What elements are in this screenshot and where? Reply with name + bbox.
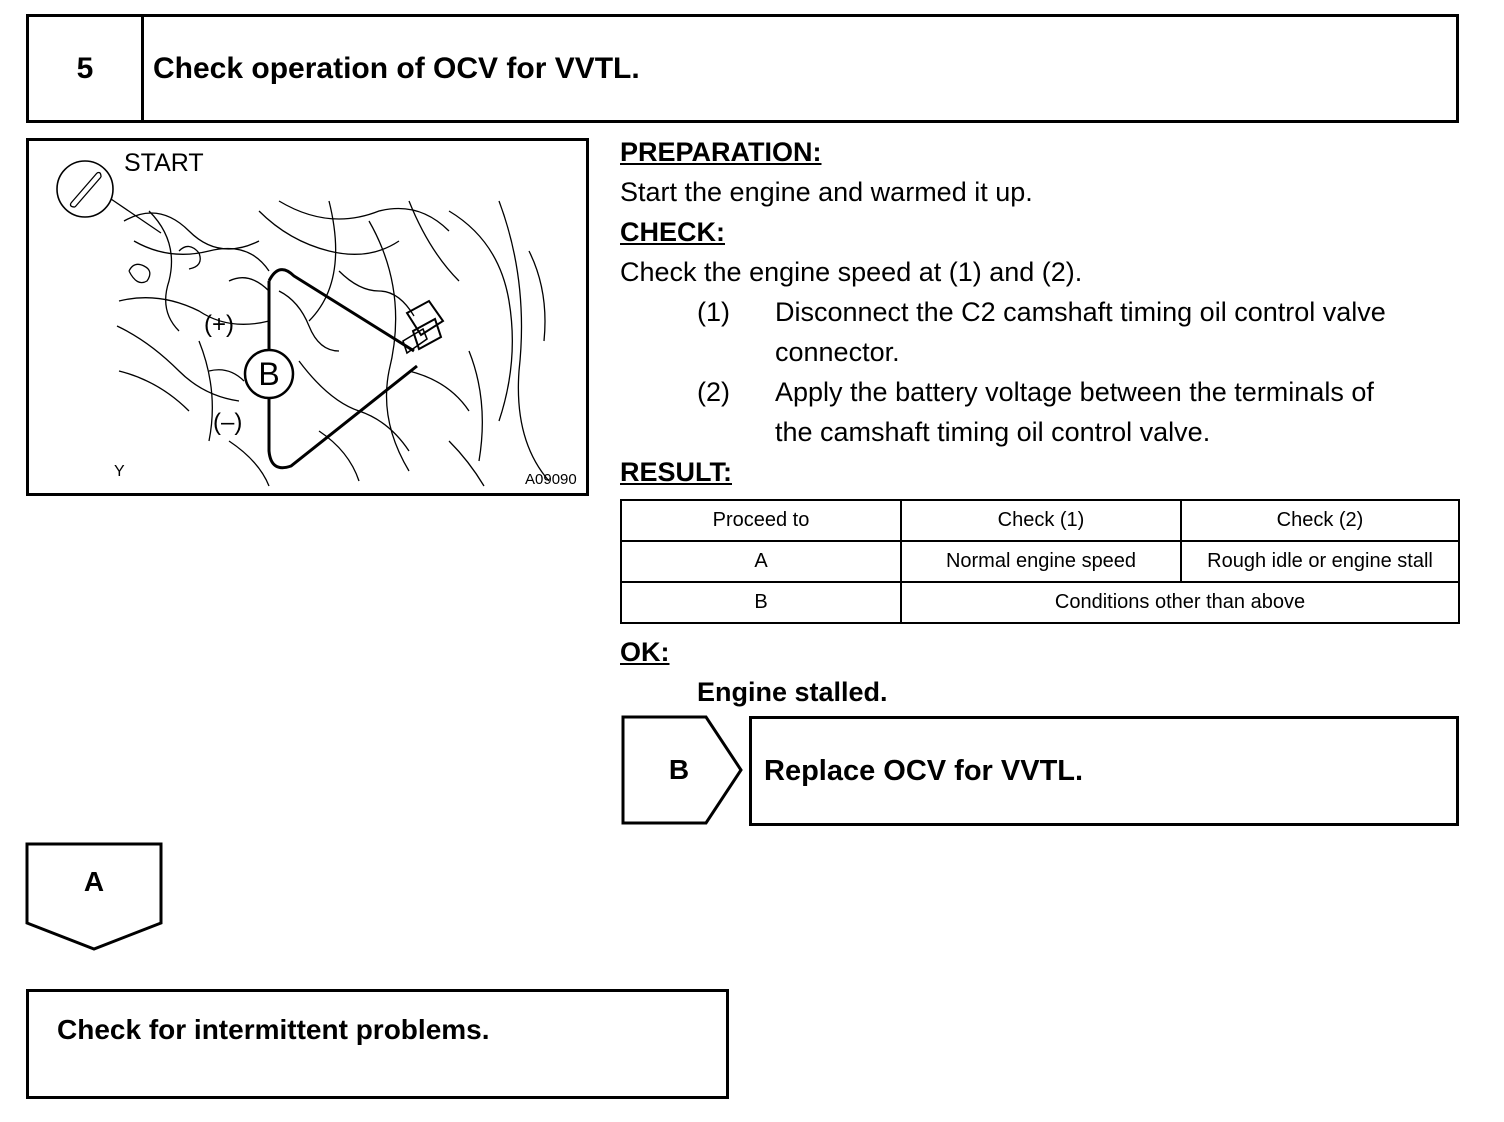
check-item-2-line1: Apply the battery voltage between the te… xyxy=(775,377,1374,407)
table-header-cell: Check (2) xyxy=(1180,499,1460,542)
check-item-1-line1: Disconnect the C2 camshaft timing oil co… xyxy=(775,297,1386,327)
table-cell: B xyxy=(620,581,902,624)
check-item-2-line2: the camshaft timing oil control valve. xyxy=(775,417,1211,447)
figure-panel: START (+) (–) B Y A09090 xyxy=(26,138,589,496)
figure-code: A09090 xyxy=(525,471,577,488)
minus-terminal-label: (–) xyxy=(213,409,243,436)
branch-a-action: Check for intermittent problems. xyxy=(57,1014,490,1045)
table-header-cell: Check (1) xyxy=(900,499,1182,542)
branch-a-arrow-icon xyxy=(25,842,163,951)
check-item-1-line2: connector. xyxy=(775,337,900,367)
step-title: Check operation of OCV for VVTL. xyxy=(153,52,640,85)
branch-b-action-box: Replace OCV for VVTL. xyxy=(749,716,1459,826)
table-cell: Normal engine speed xyxy=(900,540,1182,583)
result-heading: RESULT: xyxy=(620,457,732,487)
table-row: B Conditions other than above xyxy=(620,581,1460,624)
branch-b-action: Replace OCV for VVTL. xyxy=(764,755,1084,787)
result-table: Proceed to Check (1) Check (2) A Normal … xyxy=(620,499,1460,624)
table-header-cell: Proceed to xyxy=(620,499,902,542)
branch-a-label: A xyxy=(83,866,105,897)
preparation-text: Start the engine and warmed it up. xyxy=(620,177,1033,207)
table-row: Proceed to Check (1) Check (2) xyxy=(620,499,1460,542)
table-row: A Normal engine speed Rough idle or engi… xyxy=(620,540,1460,583)
engine-illustration xyxy=(56,160,550,487)
step-header: 5 Check operation of OCV for VVTL. xyxy=(26,14,1459,123)
branch-a-action-box: Check for intermittent problems. xyxy=(26,989,729,1099)
figure-corner-label: Y xyxy=(114,463,125,480)
check-text: Check the engine speed at (1) and (2). xyxy=(620,257,1083,287)
branch-b-label: B xyxy=(668,754,690,785)
start-label: START xyxy=(124,149,204,177)
check-heading: CHECK: xyxy=(620,217,725,247)
branch-b-arrow-icon xyxy=(621,715,743,825)
check-item-2-number: (2) xyxy=(697,377,730,407)
table-cell: Conditions other than above xyxy=(900,581,1460,624)
plus-terminal-label: (+) xyxy=(204,311,234,338)
table-cell: A xyxy=(620,540,902,583)
battery-label: B xyxy=(258,356,280,392)
ok-heading: OK: xyxy=(620,637,670,667)
step-number: 5 xyxy=(29,17,144,120)
preparation-heading: PREPARATION: xyxy=(620,137,822,167)
battery-symbol xyxy=(243,348,295,400)
table-cell: Rough idle or engine stall xyxy=(1180,540,1460,583)
check-item-1-number: (1) xyxy=(697,297,730,327)
ok-text: Engine stalled. xyxy=(697,677,888,707)
